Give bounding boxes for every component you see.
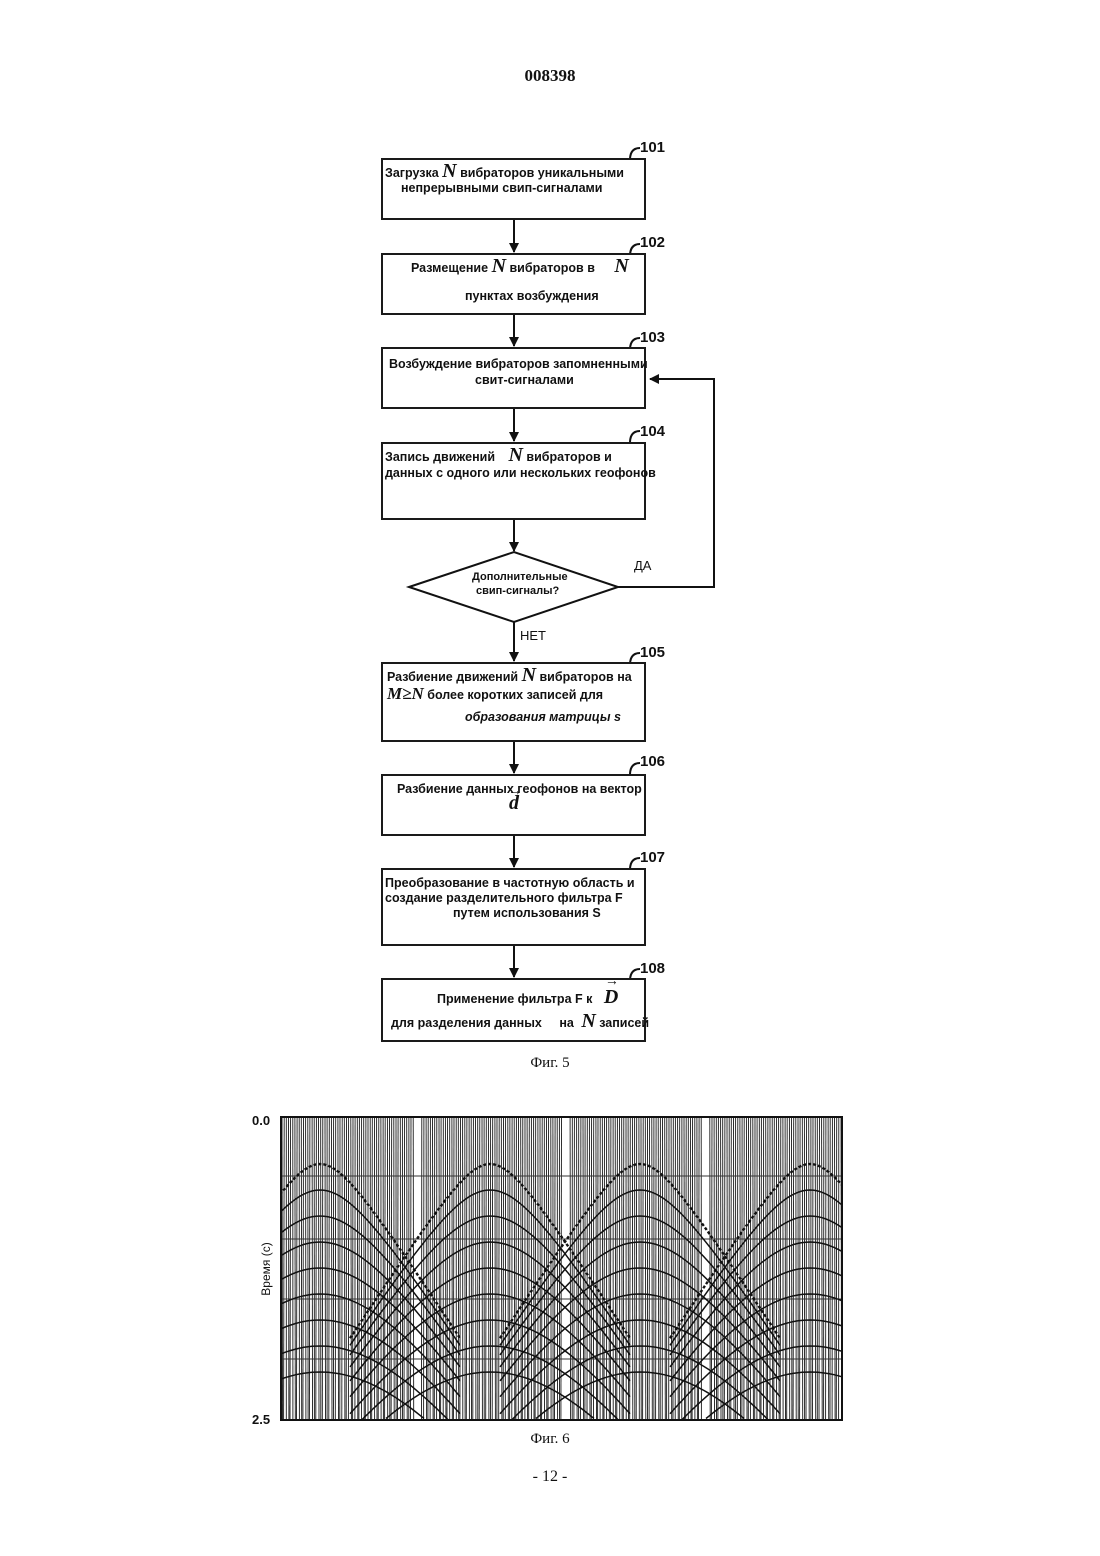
decision-line1: Дополнительные: [472, 571, 568, 583]
step-108-line2a: для разделения данных: [391, 1016, 542, 1030]
step-number-105: 105: [640, 644, 665, 661]
decision-yes-label: ДА: [634, 558, 651, 573]
step-101-line2: непрерывными свип-сигналами: [401, 181, 602, 196]
step-107-line1: Преобразование в частотную область и: [385, 876, 635, 891]
decision-line2: свип-сигналы?: [476, 585, 559, 597]
step-number-101: 101: [640, 139, 665, 156]
step-number-102: 102: [640, 234, 665, 251]
step-101-text-a: Загрузка: [385, 166, 439, 180]
step-104-symbol-n: N: [508, 444, 522, 466]
step-box-101: Загрузка N вибраторов уникальными непрер…: [381, 158, 646, 220]
step-number-108: 108: [640, 960, 665, 977]
step-number-104: 104: [640, 423, 665, 440]
step-104-text-b: вибраторов и: [526, 450, 611, 464]
step-108-line1: Применение фильтра F к: [437, 992, 592, 1006]
step-102-symbol-n2: N: [614, 255, 628, 277]
step-number-107: 107: [640, 849, 665, 866]
step-105-text-a: Разбиение движений: [387, 670, 518, 684]
seismic-gather-plot: [280, 1116, 843, 1421]
step-106-vector-d: → d: [509, 796, 519, 811]
step-104-line2: данных с одного или нескольких геофонов: [385, 466, 656, 481]
step-105-line3: образования матрицы s: [465, 710, 621, 725]
step-105-line2: более коротких записей для: [427, 688, 603, 702]
step-105-symbol-n: N: [522, 664, 536, 686]
step-108-line2c: записей: [599, 1016, 649, 1030]
step-102-text-b: вибраторов в: [510, 261, 595, 275]
ytick-bottom-label: 2.5: [252, 1412, 270, 1427]
step-number-103: 103: [640, 329, 665, 346]
step-101-text-b: вибраторов уникальными: [460, 166, 624, 180]
page-number: - 12 -: [0, 1468, 1100, 1486]
step-101-symbol-n: N: [442, 160, 456, 182]
step-105-symbol-m: M≥N: [387, 684, 424, 703]
step-104-text-a: Запись движений: [385, 450, 495, 464]
step-103-line1: Возбуждение вибраторов запомненными: [389, 357, 648, 372]
step-box-102: Размещение N вибраторов в N пунктах возб…: [381, 253, 646, 315]
step-102-symbol-n: N: [492, 255, 506, 277]
step-box-107: Преобразование в частотную область и соз…: [381, 868, 646, 946]
vector-arrow-icon: →: [508, 784, 522, 799]
step-102-text-a: Размещение: [411, 261, 488, 275]
figure5-caption: Фиг. 5: [0, 1055, 1100, 1072]
step-box-105: Разбиение движений N вибраторов на M≥N б…: [381, 662, 646, 742]
step-108-line2b: на: [559, 1016, 574, 1030]
step-box-104: Запись движений N вибраторов и данных с …: [381, 442, 646, 520]
step-107-line3: путем использования S: [453, 906, 601, 921]
step-number-106: 106: [640, 753, 665, 770]
step-107-line2: создание разделительного фильтра F: [385, 891, 623, 906]
step-108-vector-d: → D: [604, 986, 618, 1008]
figure6-caption: Фиг. 6: [0, 1431, 1100, 1448]
step-box-108: Применение фильтра F к → D для разделени…: [381, 978, 646, 1042]
step-108-symbol-n: N: [581, 1010, 595, 1032]
step-box-106: Разбиение данных геофонов на вектор → d: [381, 774, 646, 836]
y-axis-label: Время (с): [259, 1219, 273, 1319]
ytick-top-label: 0.0: [252, 1113, 270, 1128]
step-108-symbol-d: D: [604, 986, 618, 1008]
step-102-line2: пунктах возбуждения: [465, 289, 599, 304]
step-box-103: Возбуждение вибраторов запомненными свит…: [381, 347, 646, 409]
vector-arrow-icon: →: [605, 974, 619, 989]
decision-no-label: НЕТ: [520, 628, 546, 643]
step-105-text-b: вибраторов на: [540, 670, 632, 684]
step-103-line2: свит-сигналами: [475, 373, 574, 388]
